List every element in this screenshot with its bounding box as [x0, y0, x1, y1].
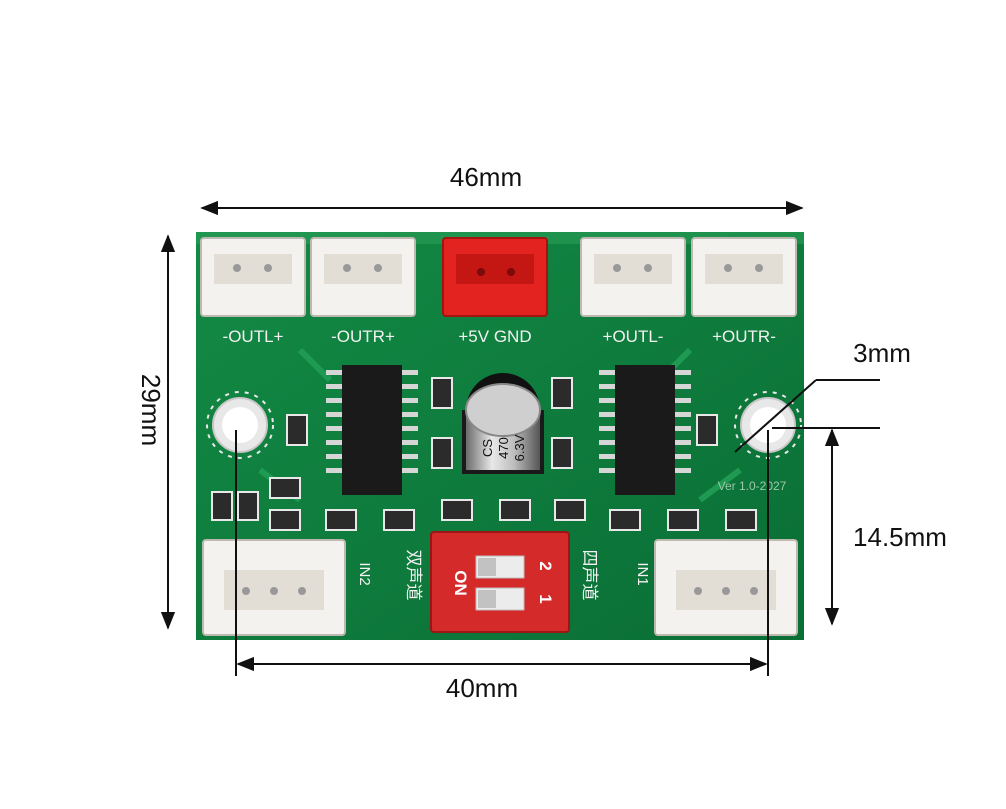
connector-outr-right — [691, 237, 797, 317]
dip-position-1: 1 — [536, 594, 555, 603]
hole-diameter-leader — [734, 379, 817, 453]
dip-on-label: ON — [451, 570, 470, 596]
connector-outl-right — [580, 237, 686, 317]
hole-span-label: 40mm — [446, 673, 518, 703]
hole-diameter-label: 3mm — [853, 338, 911, 368]
mounting-hole-left — [206, 391, 274, 459]
capacitor-brand: CS — [480, 439, 495, 457]
capacitor-voltage: 6.3V — [512, 434, 527, 461]
label-quad-channel: 四声道 — [580, 550, 599, 601]
connector-in1 — [654, 539, 798, 636]
label-in2: IN2 — [356, 562, 373, 585]
label-outr-left: -OUTR+ — [331, 327, 395, 346]
label-outl-left: -OUTL+ — [223, 327, 284, 346]
dip-position-2: 2 — [536, 561, 555, 570]
label-outr-right: +OUTR- — [712, 327, 776, 346]
width-label: 46mm — [450, 162, 522, 192]
label-dual-channel: 双声道 — [404, 550, 423, 601]
electrolytic-capacitor: CS 470 6.3V — [462, 373, 544, 474]
connector-power — [442, 237, 548, 317]
label-power: +5V GND — [458, 327, 531, 346]
version-text: Ver 1.0-2027 — [718, 479, 787, 493]
label-outl-right: +OUTL- — [603, 327, 664, 346]
capacitor-value: 470 — [496, 437, 511, 459]
smd-components — [211, 377, 757, 531]
amplifier-chip-right — [599, 365, 691, 495]
label-in1: IN1 — [634, 562, 651, 585]
pcb-board: -OUTL+ -OUTR+ +5V GND +OUTL- +OUTR- — [196, 232, 804, 640]
dimension-lines — [160, 200, 880, 676]
connector-in2 — [202, 539, 346, 636]
amplifier-chip-left — [326, 365, 418, 495]
hole-height-label: 14.5mm — [853, 522, 947, 552]
dip-switch[interactable]: ON 2 1 — [430, 531, 570, 633]
connector-outl-left — [200, 237, 306, 317]
connector-outr-left — [310, 237, 416, 317]
height-label: 29mm — [136, 374, 166, 446]
